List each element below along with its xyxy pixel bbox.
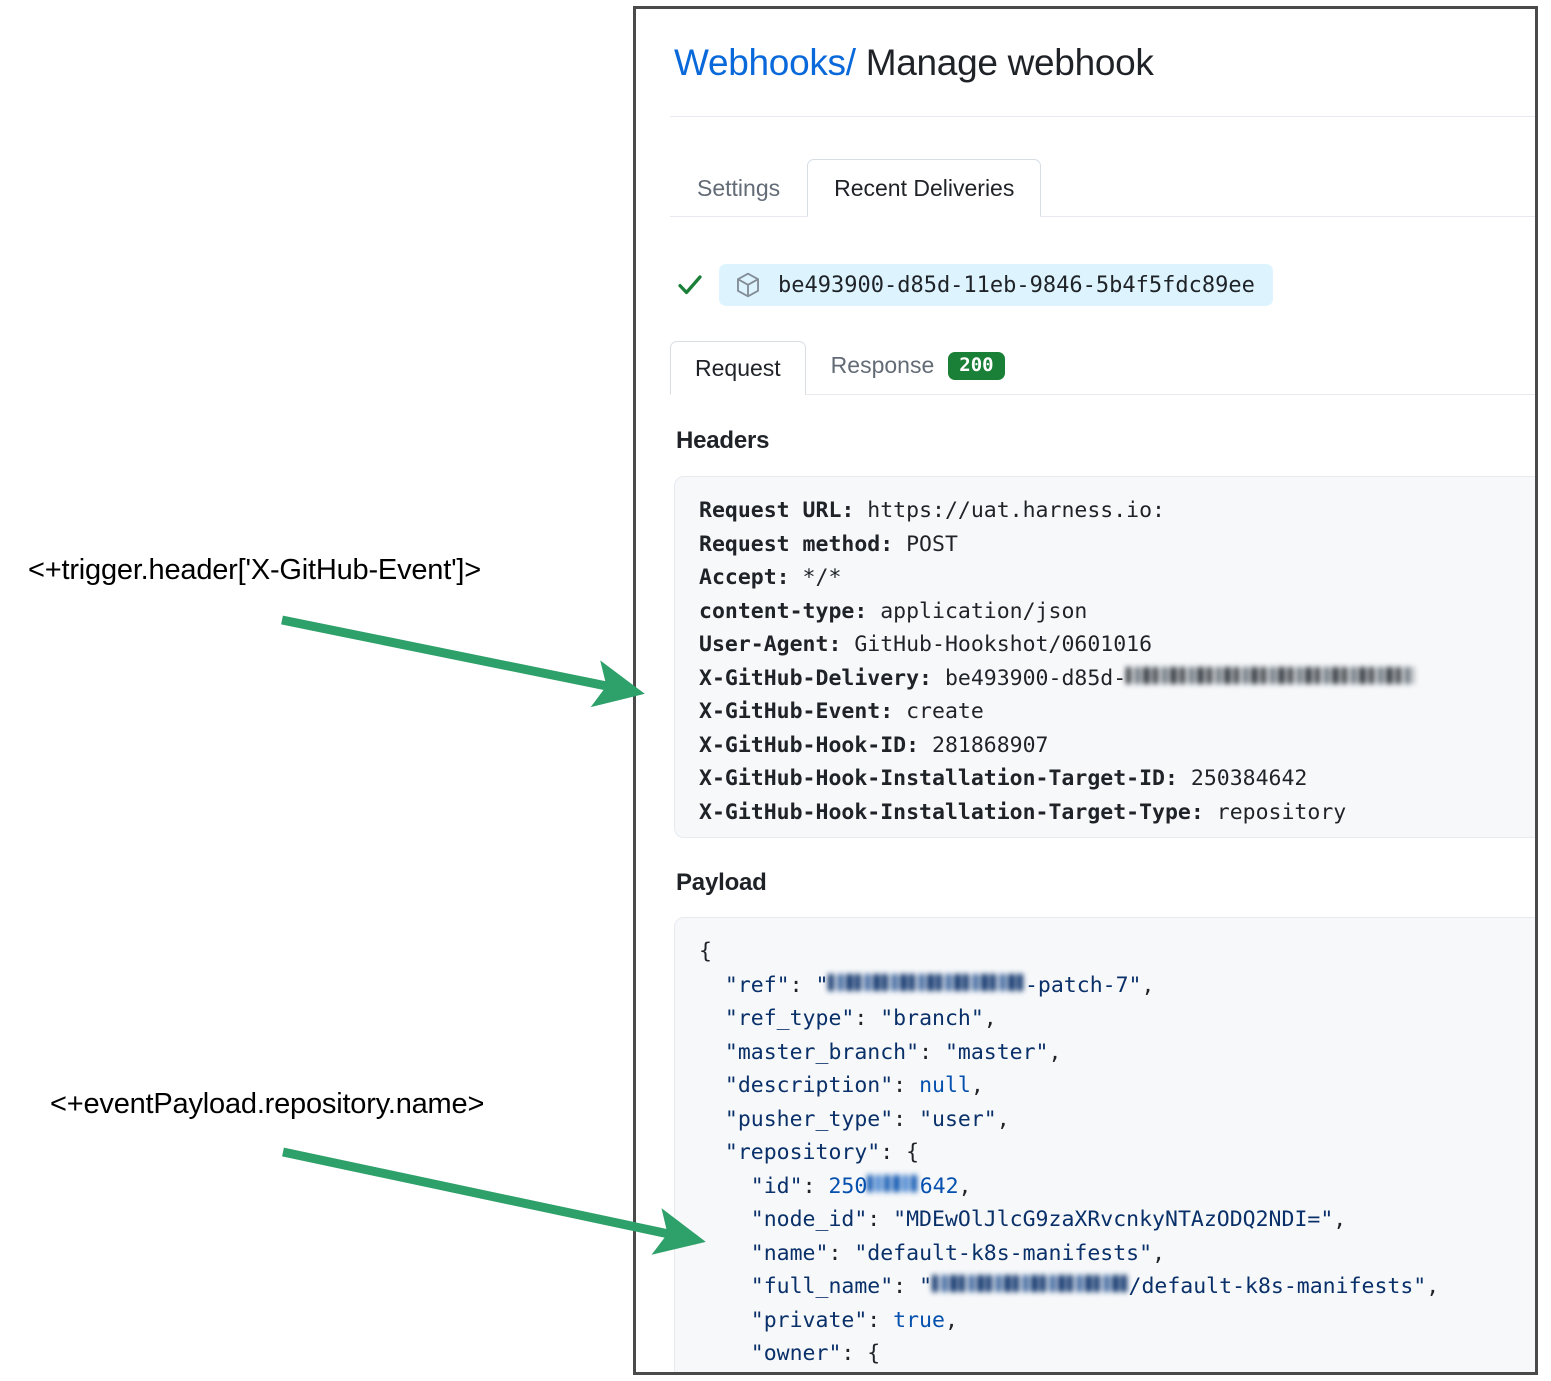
divider-detail-tabs: [670, 394, 1535, 395]
payload-line: "full_name": "michaelkrtizman/default-k8…: [699, 1270, 1535, 1304]
tab-response[interactable]: Response 200: [806, 336, 1030, 394]
header-line: X-GitHub-Hook-Installation-Target-ID: 25…: [699, 766, 1308, 791]
breadcrumb-link-webhooks[interactable]: Webhooks: [674, 42, 846, 83]
header-line: User-Agent: GitHub-Hookshot/0601016: [699, 632, 1153, 657]
redacted-text: michaelkrtizman: [932, 1270, 1129, 1292]
annotation-label-trigger-header: <+trigger.header['X-GitHub-Event']>: [28, 554, 482, 586]
payload-line: "ref": "michaelkrtizman-patch-7",: [699, 968, 1535, 1003]
divider-tabs: [670, 216, 1535, 217]
annotation-label-event-payload: <+eventPayload.repository.name>: [50, 1088, 485, 1120]
header-line: Request URL: https://uat.harness.io:: [699, 498, 1166, 523]
annotation-arrow-1: [281, 615, 645, 708]
header-line: Request method: POST: [699, 531, 958, 557]
payload-line: "node_id": "MDEwOlJlcG9zaXRvcnkyNTAzODQ2…: [750, 1207, 1347, 1232]
headers-code-box: Request URL: https://uat.harness.io: Requ…: [674, 476, 1535, 838]
header-line: Accept: */*: [699, 565, 842, 590]
payload-line: "owner": {: [750, 1341, 881, 1366]
check-icon: [678, 275, 702, 295]
redacted-text: michaelkrtizman: [828, 968, 1025, 991]
tab-recent-deliveries[interactable]: Recent Deliveries: [807, 159, 1042, 217]
tab-list-detail: Request Response 200: [670, 334, 1030, 395]
delivery-chip[interactable]: be493900-d85d-11eb-9846-5b4f5fdc89ee: [719, 264, 1273, 306]
header-line: X-GitHub-Hook-Installation-Target-Type: …: [699, 799, 1347, 825]
page-title: Manage webhook: [865, 42, 1154, 83]
payload-line: "private": true,: [750, 1307, 958, 1333]
payload-line: "name": "default-k8s-manifests",: [750, 1240, 1166, 1266]
delivery-id-text: be493900-d85d-11eb-9846-5b4f5fdc89ee: [778, 272, 1255, 298]
payload-line: "repository": {: [724, 1140, 920, 1165]
tab-list-main: Settings Recent Deliveries: [670, 156, 1042, 217]
header-line: X-GitHub-Delivery: be493900-d85d-11eb-98…: [699, 661, 1535, 696]
divider-top: [670, 116, 1535, 117]
section-title-payload: Payload: [676, 869, 767, 896]
breadcrumb-separator: /: [845, 42, 856, 83]
delivery-row[interactable]: be493900-d85d-11eb-9846-5b4f5fdc89ee: [675, 264, 1273, 306]
header-line: X-GitHub-Hook-ID: 281868907: [699, 732, 1049, 758]
header-line: content-type: application/json: [699, 598, 1088, 624]
payload-code-box: { "ref": "michaelkrtizman-patch-7", "ref…: [674, 917, 1535, 1372]
webhook-panel: Webhooks/ Manage webhook Settings Recent…: [633, 6, 1538, 1375]
payload-line: "id": 2503846642,: [699, 1169, 1535, 1204]
redacted-text: 3846: [867, 1169, 920, 1192]
payload-line: "master_branch": "master",: [724, 1039, 1062, 1065]
payload-line: {: [699, 939, 712, 964]
status-badge: 200: [948, 352, 1005, 380]
payload-line: "description": null,: [724, 1073, 984, 1098]
cube-icon: [737, 272, 759, 298]
payload-line: "ref_type": "branch",: [724, 1006, 997, 1031]
header-line: X-GitHub-Event: create: [699, 699, 984, 724]
section-title-headers: Headers: [676, 427, 770, 454]
redacted-text: 11eb-9846-5b4f5fdc89ee: [1126, 661, 1415, 684]
tab-settings[interactable]: Settings: [697, 175, 781, 201]
tab-request[interactable]: Request: [670, 341, 806, 395]
payload-line: "pusher_type": "user",: [724, 1106, 1010, 1132]
breadcrumb: Webhooks/ Manage webhook: [636, 9, 1535, 84]
tab-response-label: Response: [830, 352, 935, 378]
